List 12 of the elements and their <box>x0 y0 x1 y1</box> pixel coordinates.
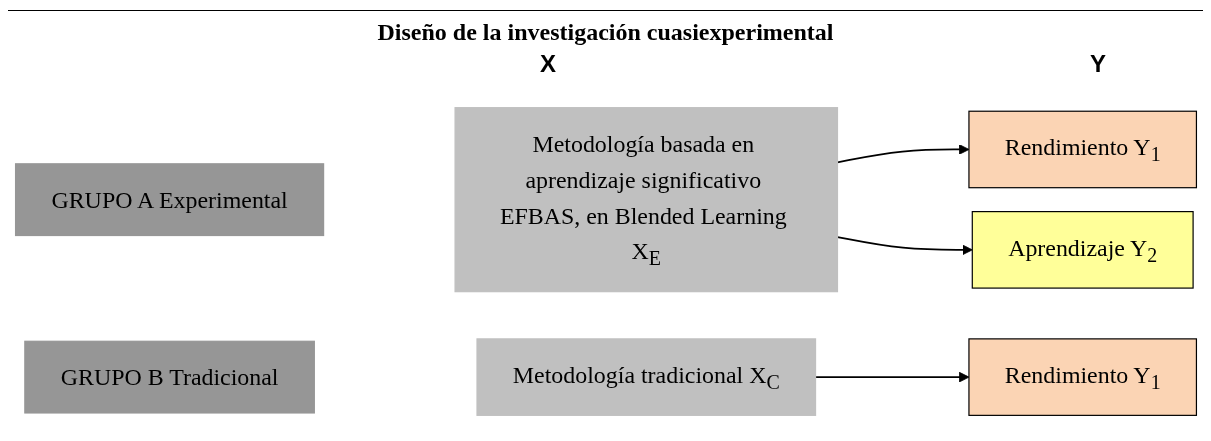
column-heading: X <box>540 50 556 78</box>
node-box <box>14 163 324 237</box>
node-box <box>475 338 816 416</box>
node-box <box>971 211 1194 289</box>
node-box <box>453 107 838 293</box>
node-box <box>23 340 315 414</box>
node-box <box>967 110 1197 189</box>
flowchart: GRUPO A Experimental Metodología basada en aprendizaje significativo EFBAS, en Blended Learning X$_{E}$ Rendimiento Y$_{1}$ Aprendizaje Y$_{2}$ GRUPO B Tradicional Metodología tradicional X$_{C}$ Rendimiento Y$_{1}$ <box>5 82 1206 441</box>
node-box <box>967 338 1197 416</box>
arrow <box>836 144 969 164</box>
column-heading: Y <box>1090 50 1106 78</box>
diagram-title: Diseño de la investigación cuasiexperimental <box>377 19 834 46</box>
